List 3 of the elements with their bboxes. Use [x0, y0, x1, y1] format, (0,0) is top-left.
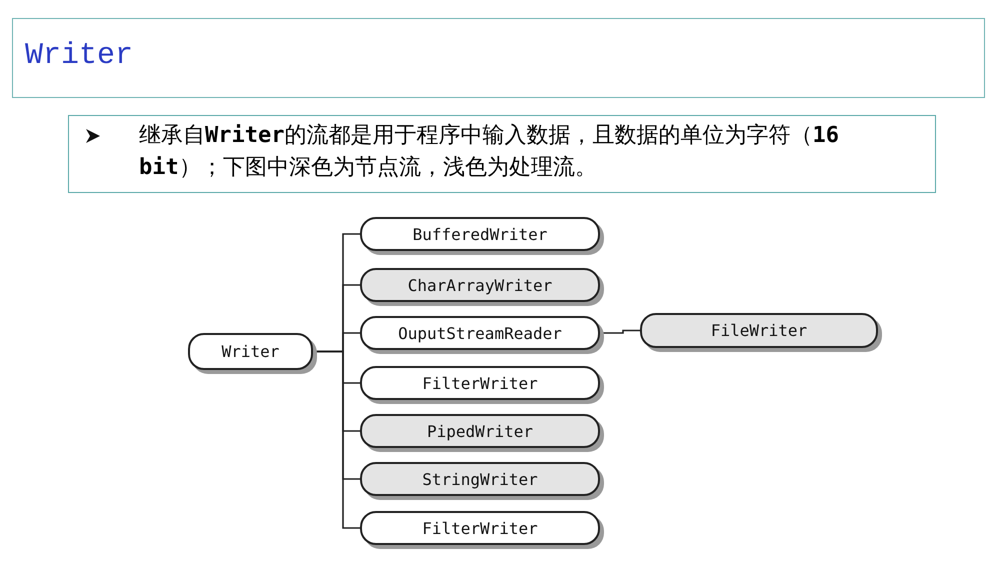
title: Writer [25, 39, 134, 73]
note-box [68, 115, 936, 193]
note-text: 继承自Writer的流都是用于程序中输入数据，且数据的单位为字符（16 bit）；下图中深色为节点流，浅色为处理流。 [139, 122, 840, 182]
